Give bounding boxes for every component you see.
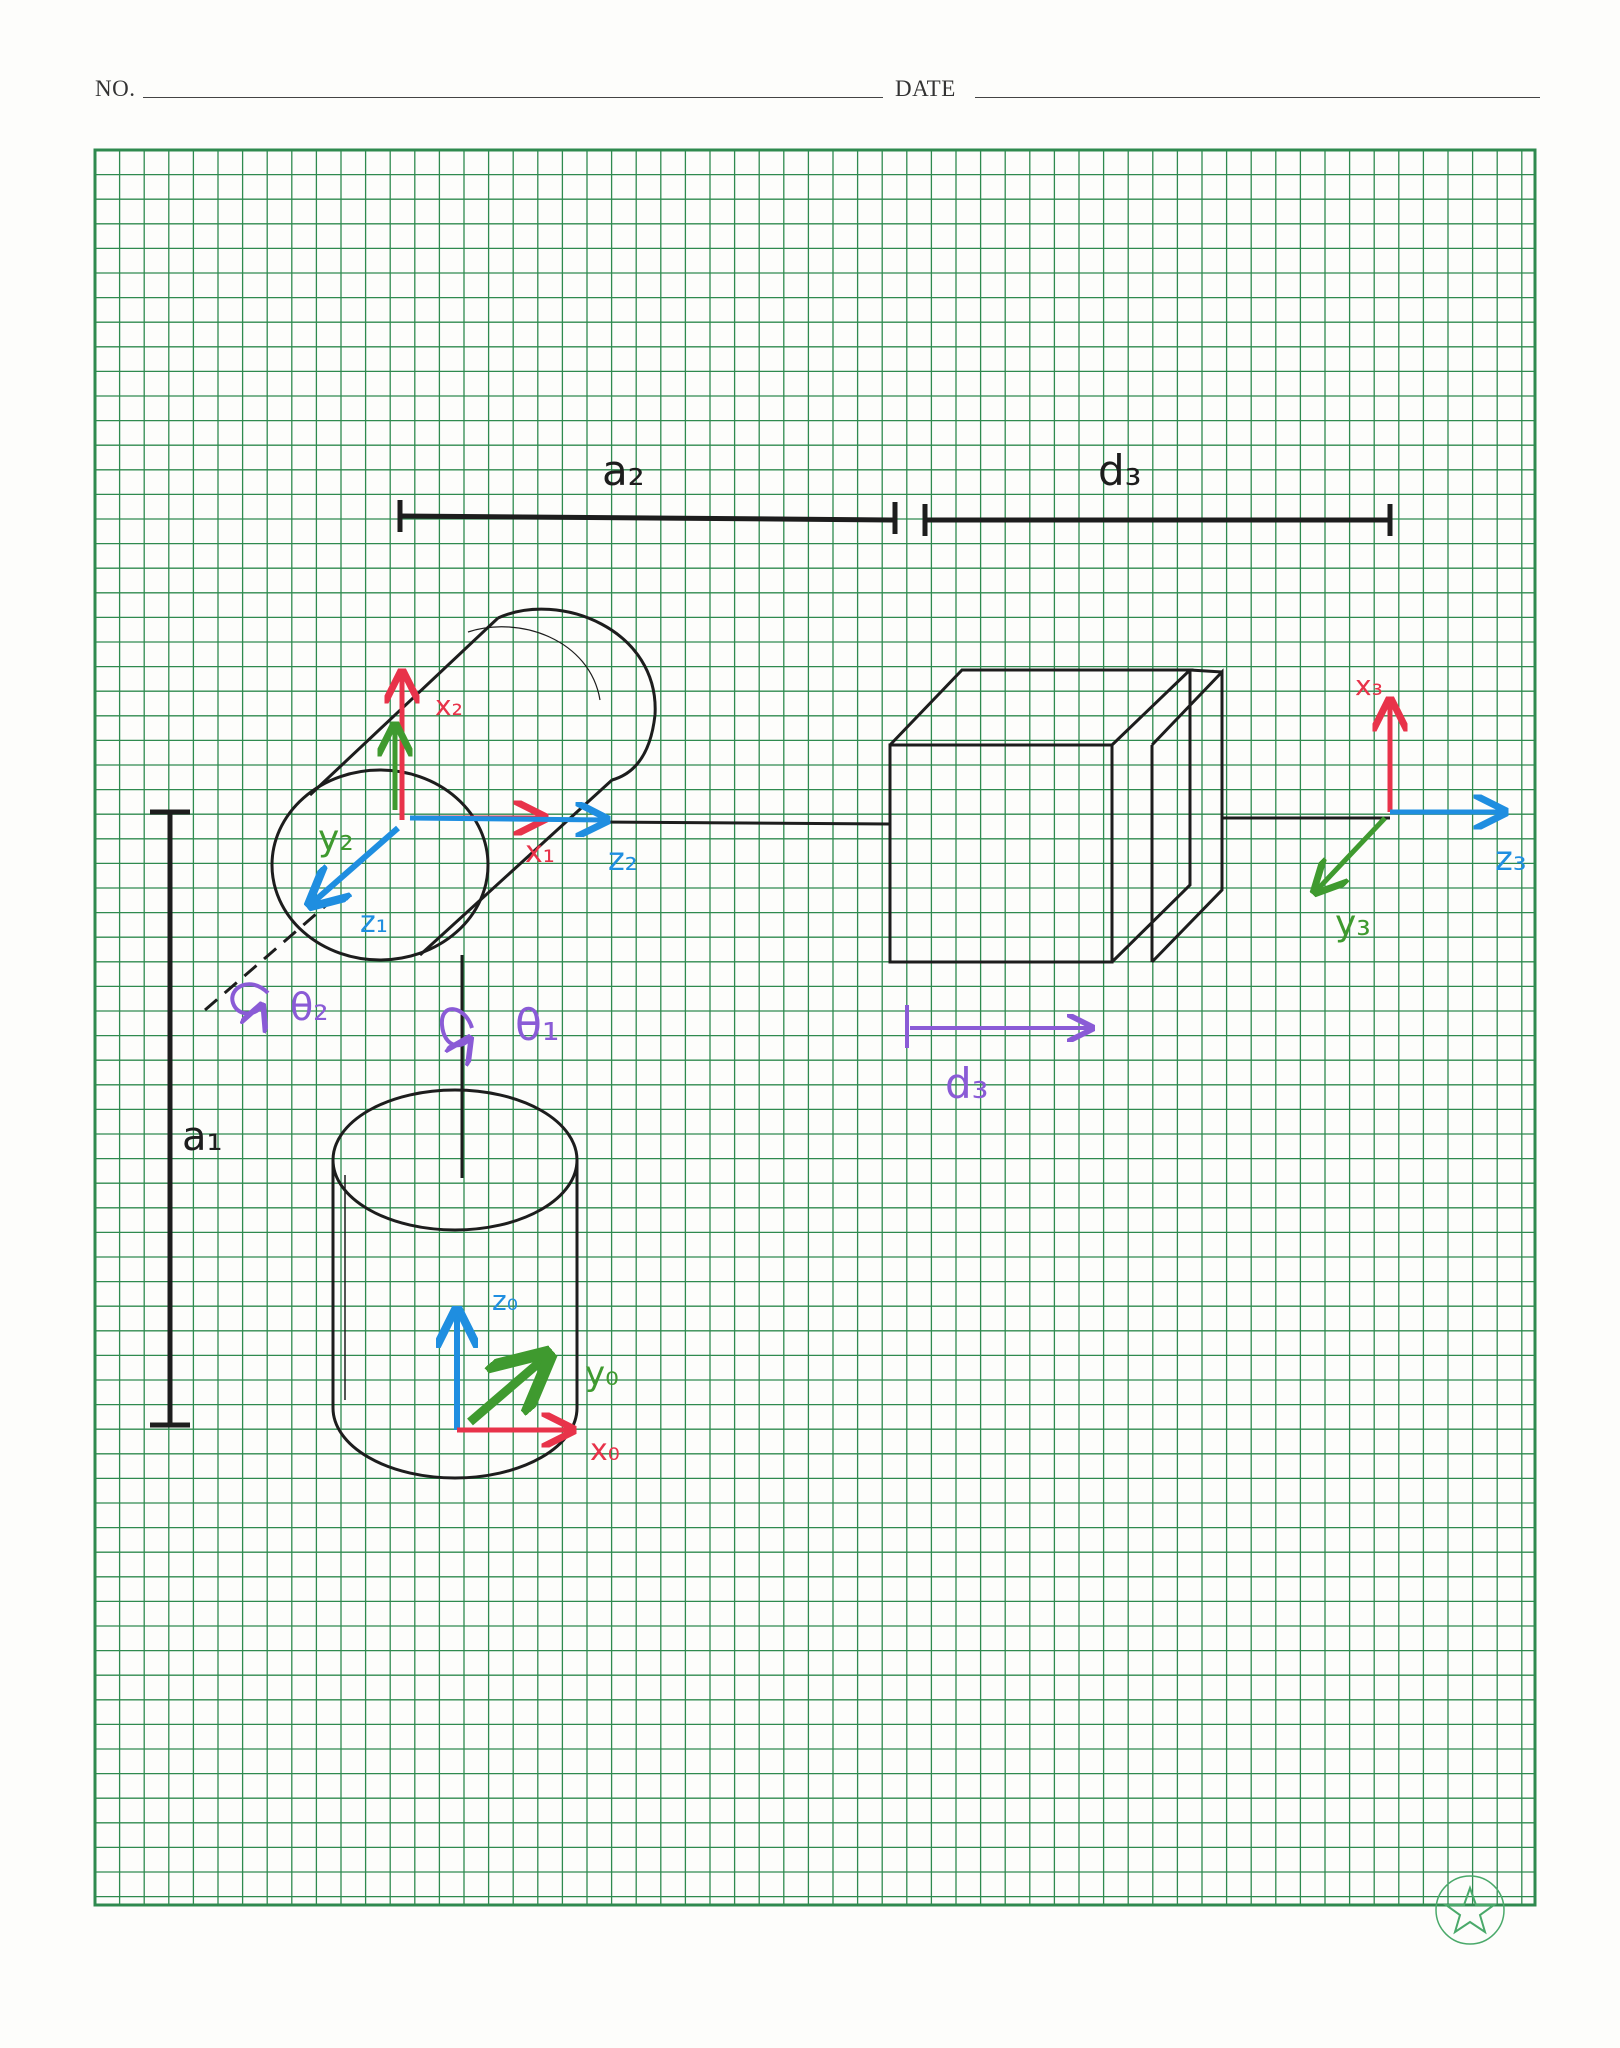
dimension-a1 (150, 809, 190, 1428)
label-z2: z₂ (608, 840, 638, 878)
label-y3: y₃ (1335, 903, 1371, 944)
grid-lines (94, 149, 1535, 1905)
z2-axis-arrow (409, 818, 607, 820)
base-cylinder (331, 1088, 579, 1480)
label-z3: z₃ (1495, 839, 1526, 879)
date-line (975, 97, 1540, 98)
label-d3-slide: d₃ (945, 1059, 989, 1108)
joint2-axis-dashed (204, 900, 331, 1012)
no-label: NO. (95, 76, 136, 101)
dimension-a2 (397, 500, 898, 534)
label-d3-top: d₃ (1098, 446, 1142, 495)
label-y0: y₀ (585, 1354, 619, 1394)
theta2-rotation-arrow (230, 982, 270, 1013)
label-x3: x₃ (1355, 669, 1383, 702)
dimension-d3 (922, 504, 1393, 536)
date-label: DATE (895, 76, 956, 101)
label-a1: a₁ (182, 1114, 223, 1160)
arm-link-a2 (599, 820, 891, 826)
label-z0: z₀ (492, 1284, 518, 1317)
label-theta1: θ₁ (515, 1000, 560, 1051)
label-theta2: θ₂ (290, 985, 328, 1029)
label-a2: a₂ (602, 446, 645, 495)
publisher-stamp (1435, 1875, 1505, 1945)
label-x2: x₂ (435, 689, 463, 722)
z1-axis-arrow (310, 825, 400, 905)
label-y2: y₂ (318, 818, 354, 859)
theta1-rotation-arrow (439, 1007, 472, 1045)
label-z1: z₁ (360, 905, 388, 940)
grid-border (93, 148, 1537, 1907)
y3-axis-arrow (1315, 816, 1387, 892)
label-x0: x₀ (590, 1433, 620, 1468)
label-x1: x₁ (525, 835, 555, 870)
prismatic-box (888, 668, 1224, 964)
y0-axis-arrow (467, 1355, 548, 1426)
no-line (143, 97, 883, 98)
